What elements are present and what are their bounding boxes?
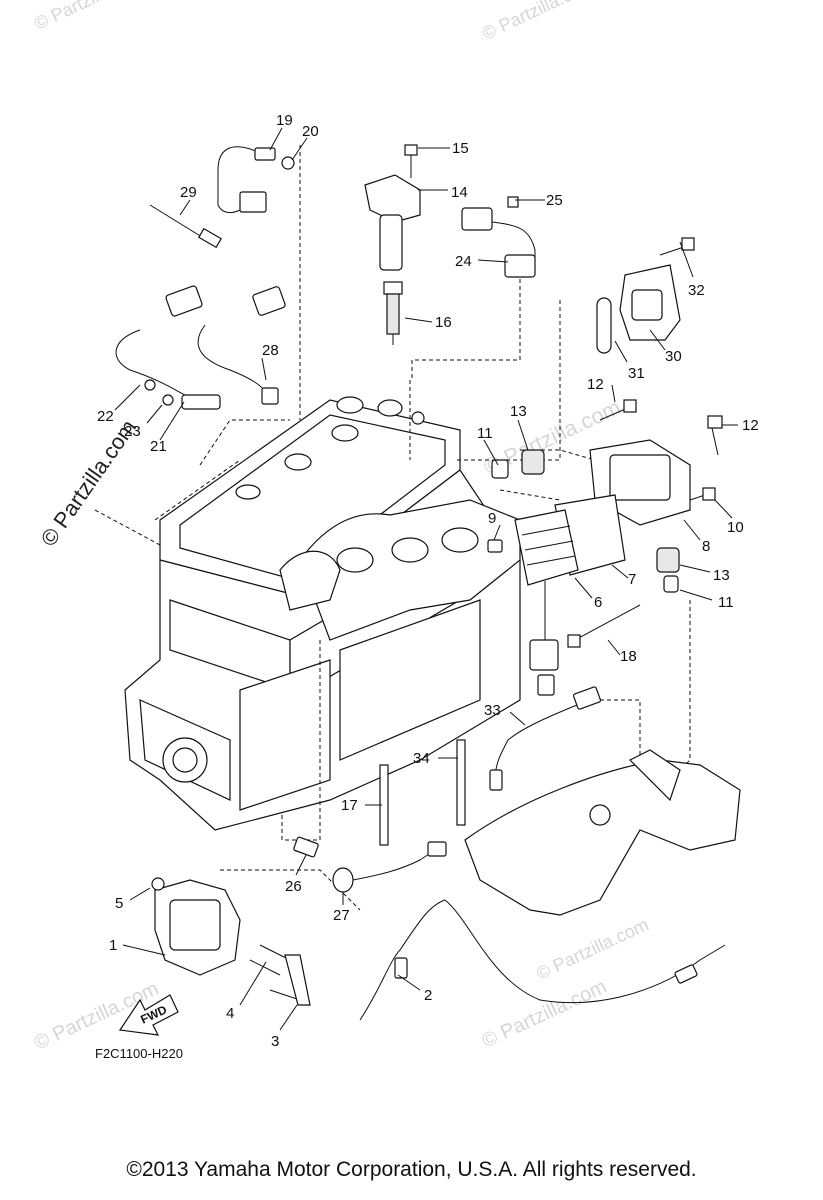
callout-15: 15 [452,140,469,157]
callout-28: 28 [262,342,279,359]
callout-34: 34 [413,750,430,767]
callout-13-top: 13 [510,403,527,420]
callout-7: 7 [628,571,636,588]
callout-1: 1 [109,937,117,954]
callout-8: 8 [702,538,710,555]
callout-13-right: 13 [713,567,730,584]
callout-20: 20 [302,123,319,140]
callout-24: 24 [455,253,472,270]
callout-11-right: 11 [718,594,734,611]
callout-22: 22 [97,408,114,425]
watermark-bottom-right: © Partzilla.com [479,976,610,1053]
callout-30: 30 [665,348,682,365]
callout-9: 9 [488,510,496,527]
callout-31: 31 [628,365,645,382]
watermark-top-right: © Partzilla.com [479,0,597,44]
callout-12-right: 12 [742,417,759,434]
callout-29: 29 [180,184,197,201]
engine-block [124,396,521,831]
callout-14: 14 [451,184,468,201]
callout-27: 27 [333,907,350,924]
leader-lines [114,127,738,1031]
callout-18: 18 [620,648,637,665]
callout-6: 6 [594,594,602,611]
callout-32: 32 [688,282,705,299]
callout-33: 33 [484,702,501,719]
callout-10: 10 [727,519,744,536]
callout-19: 19 [276,112,293,129]
components [115,144,741,1021]
figure-code: F2C1100-H220 [95,1046,183,1061]
callout-21: 21 [150,438,167,455]
callout-5: 5 [115,895,123,912]
callout-4: 4 [226,1005,234,1022]
callout-26: 26 [285,878,302,895]
callout-12-left: 12 [587,376,604,393]
callout-11-top: 11 [477,425,493,442]
watermark-top-left: © Partzilla.com [31,0,149,34]
callout-2: 2 [424,987,432,1004]
callout-25: 25 [546,192,563,209]
callout-3: 3 [271,1033,279,1050]
watermark-lower-right: © Partzilla.com [533,914,651,983]
callout-16: 16 [435,314,452,331]
callout-23: 23 [124,423,141,440]
callout-17: 17 [341,797,358,814]
callout-labels: 1 2 3 4 5 6 7 8 9 10 11 11 12 12 13 13 1… [97,112,759,1050]
copyright-notice: ©2013 Yamaha Motor Corporation, U.S.A. A… [126,1158,697,1181]
